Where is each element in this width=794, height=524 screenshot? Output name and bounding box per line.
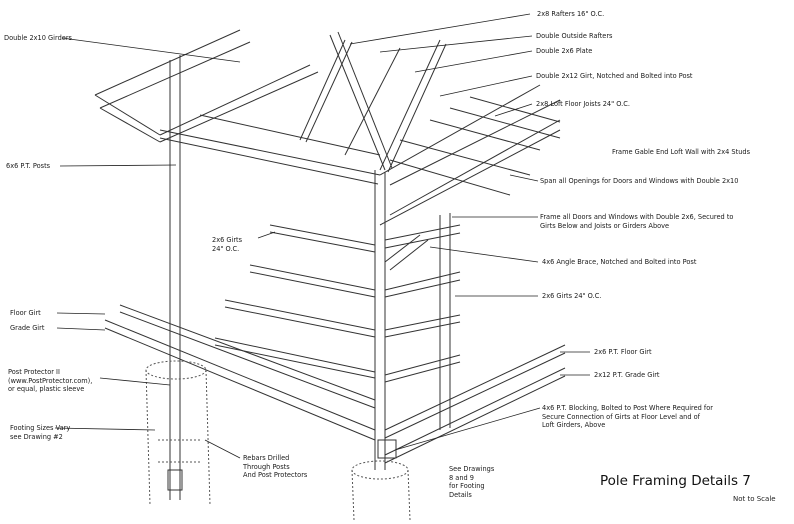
- label-girts-right: 2x6 Girts 24" O.C.: [542, 292, 602, 300]
- label-pt-grade-girt: 2x12 P.T. Grade Girt: [594, 371, 660, 379]
- label-rebars: Rebars Drilled Through Posts And Post Pr…: [243, 454, 308, 479]
- label-angle-brace: 4x6 Angle Brace, Notched and Bolted into…: [542, 258, 697, 266]
- label-span-openings: Span all Openings for Doors and Windows …: [540, 177, 739, 185]
- drawing-title: Pole Framing Details 7: [600, 473, 751, 489]
- drawing-subtitle: Not to Scale: [733, 495, 776, 503]
- posts: [167, 55, 451, 500]
- label-double-2x12-girt: Double 2x12 Girt, Notched and Bolted int…: [536, 72, 693, 80]
- label-loft-floor-joists: 2x8 Loft Floor Joists 24" O.C.: [536, 100, 630, 108]
- label-double-girders: Double 2x10 Girders: [4, 34, 72, 42]
- label-frame-doors: Frame all Doors and Windows with Double …: [540, 213, 734, 230]
- label-rafters: 2x8 Rafters 16" O.C.: [537, 10, 605, 18]
- label-grade-girt: Grade Girt: [10, 324, 45, 332]
- label-double-outside-rafters: Double Outside Rafters: [536, 32, 613, 40]
- leader-lines: [54, 13, 590, 459]
- label-blocking: 4x6 P.T. Blocking, Bolted to Post Where …: [542, 404, 713, 429]
- label-see-drawings: See Drawings 8 and 9 for Footing Details: [449, 465, 495, 499]
- roof-framing: [94, 29, 561, 226]
- label-girts-left: 2x6 Girts 24" O.C.: [212, 236, 243, 253]
- label-frame-gable: Frame Gable End Loft Wall with 2x4 Studs: [612, 148, 751, 156]
- wall-girts: [104, 224, 566, 464]
- footings: [145, 360, 411, 521]
- label-post-protector: Post Protector II (www.PostProtector.com…: [8, 368, 93, 393]
- label-double-plate: Double 2x6 Plate: [536, 47, 593, 55]
- label-footing-sizes: Footing Sizes Vary see Drawing #2: [10, 424, 71, 441]
- label-pt-floor-girt: 2x6 P.T. Floor Girt: [594, 348, 652, 356]
- label-floor-girt: Floor Girt: [10, 309, 41, 317]
- label-pt-posts: 6x6 P.T. Posts: [6, 162, 51, 170]
